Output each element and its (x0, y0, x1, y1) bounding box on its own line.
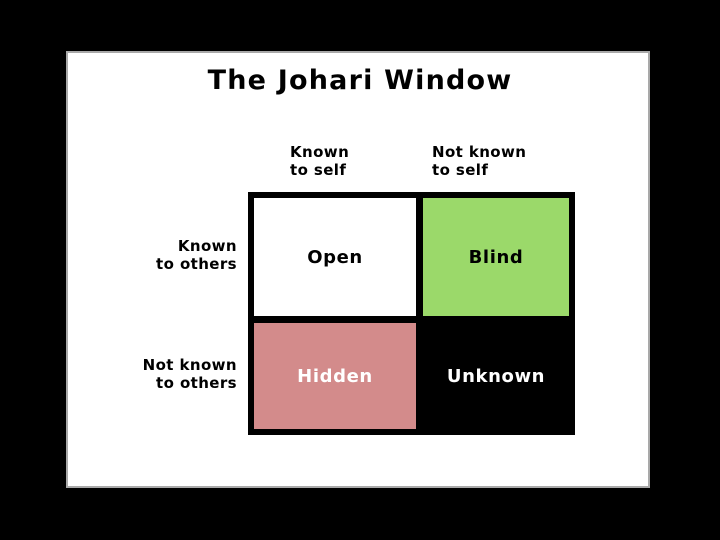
column-header-not-known-to-self: Not known to self (432, 143, 527, 179)
johari-matrix: Known to self Not known to self Known to… (143, 143, 575, 435)
quadrant-hidden-label: Hidden (297, 365, 373, 387)
quadrant-unknown: Unknown (423, 323, 569, 429)
slide-canvas: The Johari Window Known to self Not know… (66, 51, 650, 488)
column-header-known-to-self: Known to self (290, 143, 350, 179)
quadrant-hidden: Hidden (254, 323, 416, 429)
quadrant-unknown-label: Unknown (446, 365, 546, 387)
row-header-known-to-others: Known to others (156, 237, 237, 273)
row-header-not-known-to-others: Not known to others (142, 356, 237, 392)
page-title: The Johari Window (207, 65, 513, 96)
matrix-grid: Open Blind Hidden Unknown (248, 192, 575, 435)
quadrant-open: Open (254, 198, 416, 316)
quadrant-blind: Blind (423, 198, 569, 316)
quadrant-open-label: Open (307, 246, 363, 268)
quadrant-blind-label: Blind (468, 246, 524, 268)
